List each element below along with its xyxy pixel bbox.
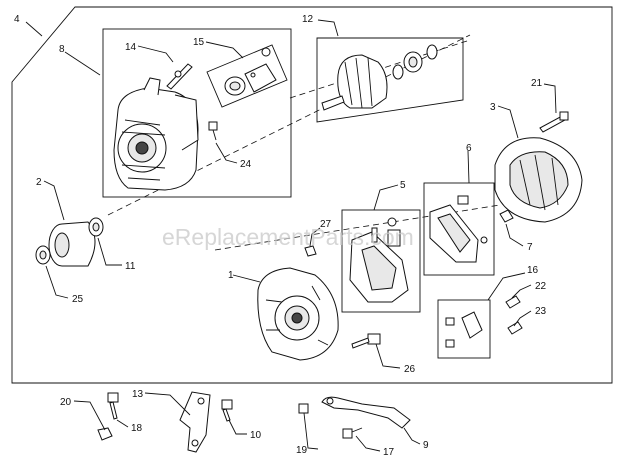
front-housing-part bbox=[113, 77, 199, 191]
callout-2[interactable]: 2 bbox=[36, 177, 42, 188]
bracket-part-9 bbox=[321, 396, 411, 429]
callout-26[interactable]: 26 bbox=[404, 364, 416, 375]
callout-27[interactable]: 27 bbox=[320, 219, 332, 230]
callout-14[interactable]: 14 bbox=[125, 42, 137, 53]
bolt-part-19 bbox=[298, 403, 309, 414]
callout-13[interactable]: 13 bbox=[132, 389, 144, 400]
callout-18[interactable]: 18 bbox=[131, 423, 143, 434]
callout-3[interactable]: 3 bbox=[490, 102, 496, 113]
box-bearing-plate bbox=[206, 44, 288, 108]
pulley-part bbox=[48, 221, 96, 267]
callout-21[interactable]: 21 bbox=[531, 78, 543, 89]
callout-11[interactable]: 11 bbox=[125, 261, 136, 272]
screw-part-23 bbox=[507, 321, 523, 335]
callout-25[interactable]: 25 bbox=[72, 294, 84, 305]
callout-6[interactable]: 6 bbox=[466, 143, 472, 154]
bolt-part-17 bbox=[342, 427, 363, 439]
callout-24[interactable]: 24 bbox=[240, 159, 252, 170]
callout-20[interactable]: 20 bbox=[60, 397, 72, 408]
callout-5[interactable]: 5 bbox=[400, 180, 406, 191]
bracket-part-13 bbox=[179, 391, 211, 453]
box-terminal bbox=[437, 299, 491, 359]
callout-16[interactable]: 16 bbox=[527, 265, 539, 276]
bolt-part-10 bbox=[221, 399, 233, 422]
callout-4[interactable]: 4 bbox=[14, 14, 20, 25]
box-brush-holder bbox=[341, 209, 421, 313]
callout-10[interactable]: 10 bbox=[250, 430, 262, 441]
callout-9[interactable]: 9 bbox=[423, 440, 429, 451]
callout-23[interactable]: 23 bbox=[535, 306, 547, 317]
rotor-part bbox=[321, 44, 438, 111]
assembly-outline bbox=[11, 6, 613, 384]
callout-1[interactable]: 1 bbox=[228, 270, 234, 281]
alignment-line bbox=[107, 34, 471, 216]
stud-bolt-part bbox=[166, 63, 193, 90]
nut-part-27 bbox=[304, 245, 317, 257]
box-regulator bbox=[423, 182, 495, 276]
brush-holder-part bbox=[349, 217, 409, 303]
callout-12[interactable]: 12 bbox=[302, 14, 314, 25]
pulley-nut-part bbox=[35, 245, 51, 265]
watermark-text: eReplacementParts.com bbox=[162, 224, 414, 250]
nut-part-7 bbox=[499, 209, 514, 223]
callout-17[interactable]: 17 bbox=[383, 447, 395, 458]
screw-part-22 bbox=[505, 295, 521, 309]
spacer-part bbox=[88, 217, 104, 237]
callout-15[interactable]: 15 bbox=[193, 37, 205, 48]
rear-housing-part bbox=[257, 267, 339, 361]
bolt-part-18 bbox=[107, 392, 119, 420]
callout-8[interactable]: 8 bbox=[59, 44, 65, 55]
callout-7[interactable]: 7 bbox=[527, 242, 533, 253]
terminal-part bbox=[445, 311, 483, 348]
bolt-part-21 bbox=[539, 111, 569, 133]
leader-lines bbox=[25, 19, 557, 452]
bolt-part-26 bbox=[351, 333, 381, 349]
callout-22[interactable]: 22 bbox=[535, 281, 547, 292]
screw-part-24 bbox=[208, 121, 218, 141]
bearing-plate-part bbox=[224, 47, 277, 96]
rear-cover-part bbox=[494, 137, 583, 223]
callout-19[interactable]: 19 bbox=[296, 445, 308, 456]
regulator-part bbox=[429, 195, 488, 263]
box-front-housing bbox=[102, 28, 292, 198]
box-rotor bbox=[316, 37, 464, 123]
